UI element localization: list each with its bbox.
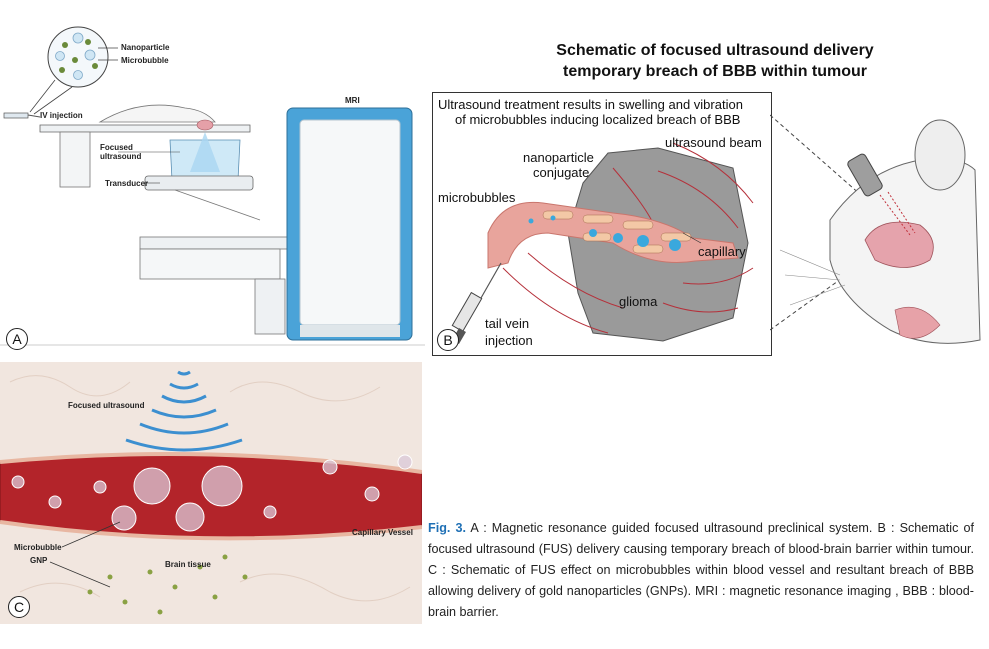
transducer-housing bbox=[144, 175, 254, 191]
label-mri: MRI bbox=[345, 96, 360, 105]
label-tail-vein-line1: tail vein bbox=[485, 316, 530, 331]
table-top bbox=[39, 124, 251, 133]
label-ultrasound-beam: ultrasound beam bbox=[665, 135, 762, 150]
label-microbubbles: microbubbles bbox=[438, 190, 516, 205]
panel-a-letter: A bbox=[6, 328, 28, 350]
panel-c-letter: C bbox=[8, 596, 30, 618]
label-iv-injection: IV injection bbox=[40, 111, 83, 120]
rat-body bbox=[98, 104, 216, 123]
label-tail-vein-line2: injection bbox=[485, 333, 533, 348]
panel-b-illustration bbox=[451, 142, 754, 345]
mouse-whiskers bbox=[779, 249, 846, 306]
label-transducer: Transducer bbox=[105, 179, 149, 188]
panel-c-vessel-schematic: Focused ultrasound Capillary Vessel Micr… bbox=[0, 362, 422, 624]
label-capillary: capillary bbox=[698, 244, 746, 259]
microbubble-markers bbox=[528, 215, 681, 251]
mouse-ear bbox=[914, 119, 966, 191]
syringe-icon bbox=[3, 112, 29, 119]
rat-head-target bbox=[196, 119, 214, 131]
microbubble-dots bbox=[55, 32, 96, 80]
label-brain-tissue: Brain tissue bbox=[165, 560, 211, 569]
ultrasound-beam-arcs bbox=[502, 142, 754, 334]
gnp-particles bbox=[87, 554, 248, 615]
mouse-brain bbox=[864, 221, 934, 268]
label-microbubble-c: Microbubble bbox=[14, 543, 62, 552]
syringe-icon bbox=[451, 262, 502, 345]
focused-ultrasound-waves bbox=[125, 370, 243, 452]
panel-b-box-text-line1: Ultrasound treatment results in swelling… bbox=[438, 97, 743, 112]
label-focused-ultrasound: Focused ultrasound bbox=[100, 143, 142, 161]
panel-a-mri-system: Nanoparticle Microbubble IV injection Fo… bbox=[0, 0, 425, 355]
label-focused-ultrasound-c: Focused ultrasound bbox=[68, 401, 145, 410]
panel-c-illustration bbox=[0, 370, 422, 615]
panel-b-box-text-line2: of microbubbles inducing localized breac… bbox=[455, 112, 741, 127]
label-nanoparticle-line1: nanoparticle bbox=[523, 150, 594, 165]
panel-a-illustration bbox=[0, 26, 425, 346]
table-leg bbox=[59, 131, 91, 188]
magnifier-line bbox=[33, 86, 73, 115]
mouse-head-illustration bbox=[770, 114, 981, 344]
nanoparticle-dots bbox=[59, 39, 98, 73]
caption-text: A : Magnetic resonance guided focused ul… bbox=[428, 521, 974, 619]
mri-bore bbox=[299, 119, 401, 326]
label-capillary-vessel: Capillary Vessel bbox=[352, 528, 413, 537]
ultrasound-cone bbox=[190, 132, 220, 172]
couch-base bbox=[139, 248, 281, 280]
figure-caption: Fig. 3. A : Magnetic resonance guided fo… bbox=[428, 518, 974, 623]
mouse-paw bbox=[894, 306, 941, 339]
magnifier-line bbox=[29, 79, 56, 113]
panel-b-letter: B bbox=[437, 329, 459, 351]
label-nanoparticle: Nanoparticle bbox=[121, 43, 170, 52]
label-nanoparticle-line2: conjugate bbox=[533, 165, 590, 180]
panel-b-title: Schematic of focused ultrasound delivery… bbox=[495, 40, 935, 82]
microbubbles-in-vessel bbox=[11, 454, 413, 532]
transducer-probe-icon bbox=[847, 153, 883, 197]
endothelial-cells bbox=[542, 210, 692, 254]
panel-b-title-line2: temporary breach of BBB within tumour bbox=[562, 63, 868, 80]
couch-top bbox=[139, 236, 291, 250]
label-gnp: GNP bbox=[30, 556, 48, 565]
figure-label: Fig. 3. bbox=[428, 521, 466, 535]
label-glioma: glioma bbox=[619, 294, 658, 309]
label-microbubble: Microbubble bbox=[121, 56, 169, 65]
panel-b-title-line1: Schematic of focused ultrasound delivery bbox=[556, 42, 874, 59]
panel-b-schematic-box: Ultrasound treatment results in swelling… bbox=[432, 92, 772, 356]
